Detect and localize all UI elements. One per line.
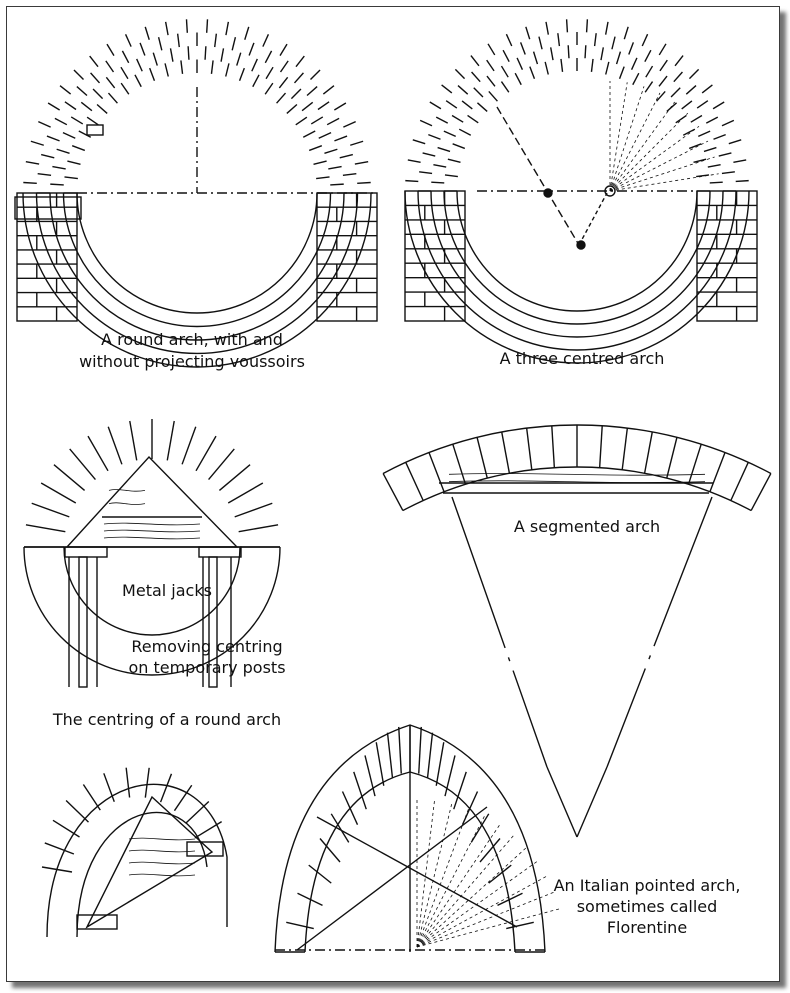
three-centred-arch — [404, 19, 758, 364]
caption-removing-2: on temporary posts — [128, 658, 286, 677]
caption-italian-2: sometimes called — [576, 897, 718, 916]
centring-isometric — [41, 767, 228, 938]
caption-segmented: A segmented arch — [513, 517, 661, 536]
caption-italian-1: An Italian pointed arch, — [553, 876, 741, 895]
segmented-arch — [382, 424, 772, 838]
centring-round-arch — [23, 419, 281, 688]
illustration-sheet: A round arch, with and without projectin… — [6, 6, 780, 982]
caption-centring: The centring of a round arch — [52, 710, 282, 729]
round-arch — [14, 19, 378, 368]
caption-round-arch-2: without projecting voussoirs — [79, 352, 305, 371]
caption-metal-jacks: Metal jacks — [122, 581, 212, 600]
italian-pointed-arch — [274, 724, 562, 953]
caption-three-centred: A three centred arch — [499, 349, 665, 368]
caption-italian-3: Florentine — [606, 918, 688, 937]
caption-round-arch-1: A round arch, with and — [101, 330, 283, 349]
caption-removing-1: Removing centring — [131, 637, 283, 656]
arch-illustrations — [14, 19, 772, 953]
